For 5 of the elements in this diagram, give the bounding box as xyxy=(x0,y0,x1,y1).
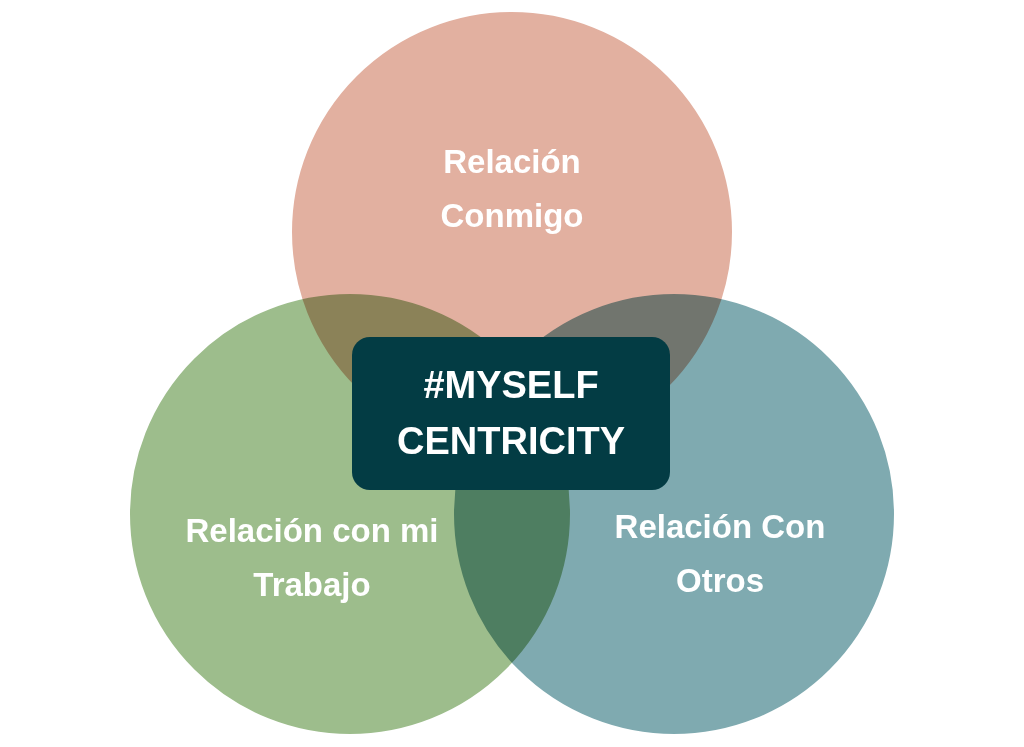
circle-label: Relación Con Otros xyxy=(613,507,827,601)
center-title-box xyxy=(352,337,670,490)
center-title: #MYSELF CENTRICITY xyxy=(396,363,626,464)
circle-label: Relación con mi Trabajo xyxy=(184,511,440,605)
circle-label: Relación Conmigo xyxy=(439,142,585,236)
